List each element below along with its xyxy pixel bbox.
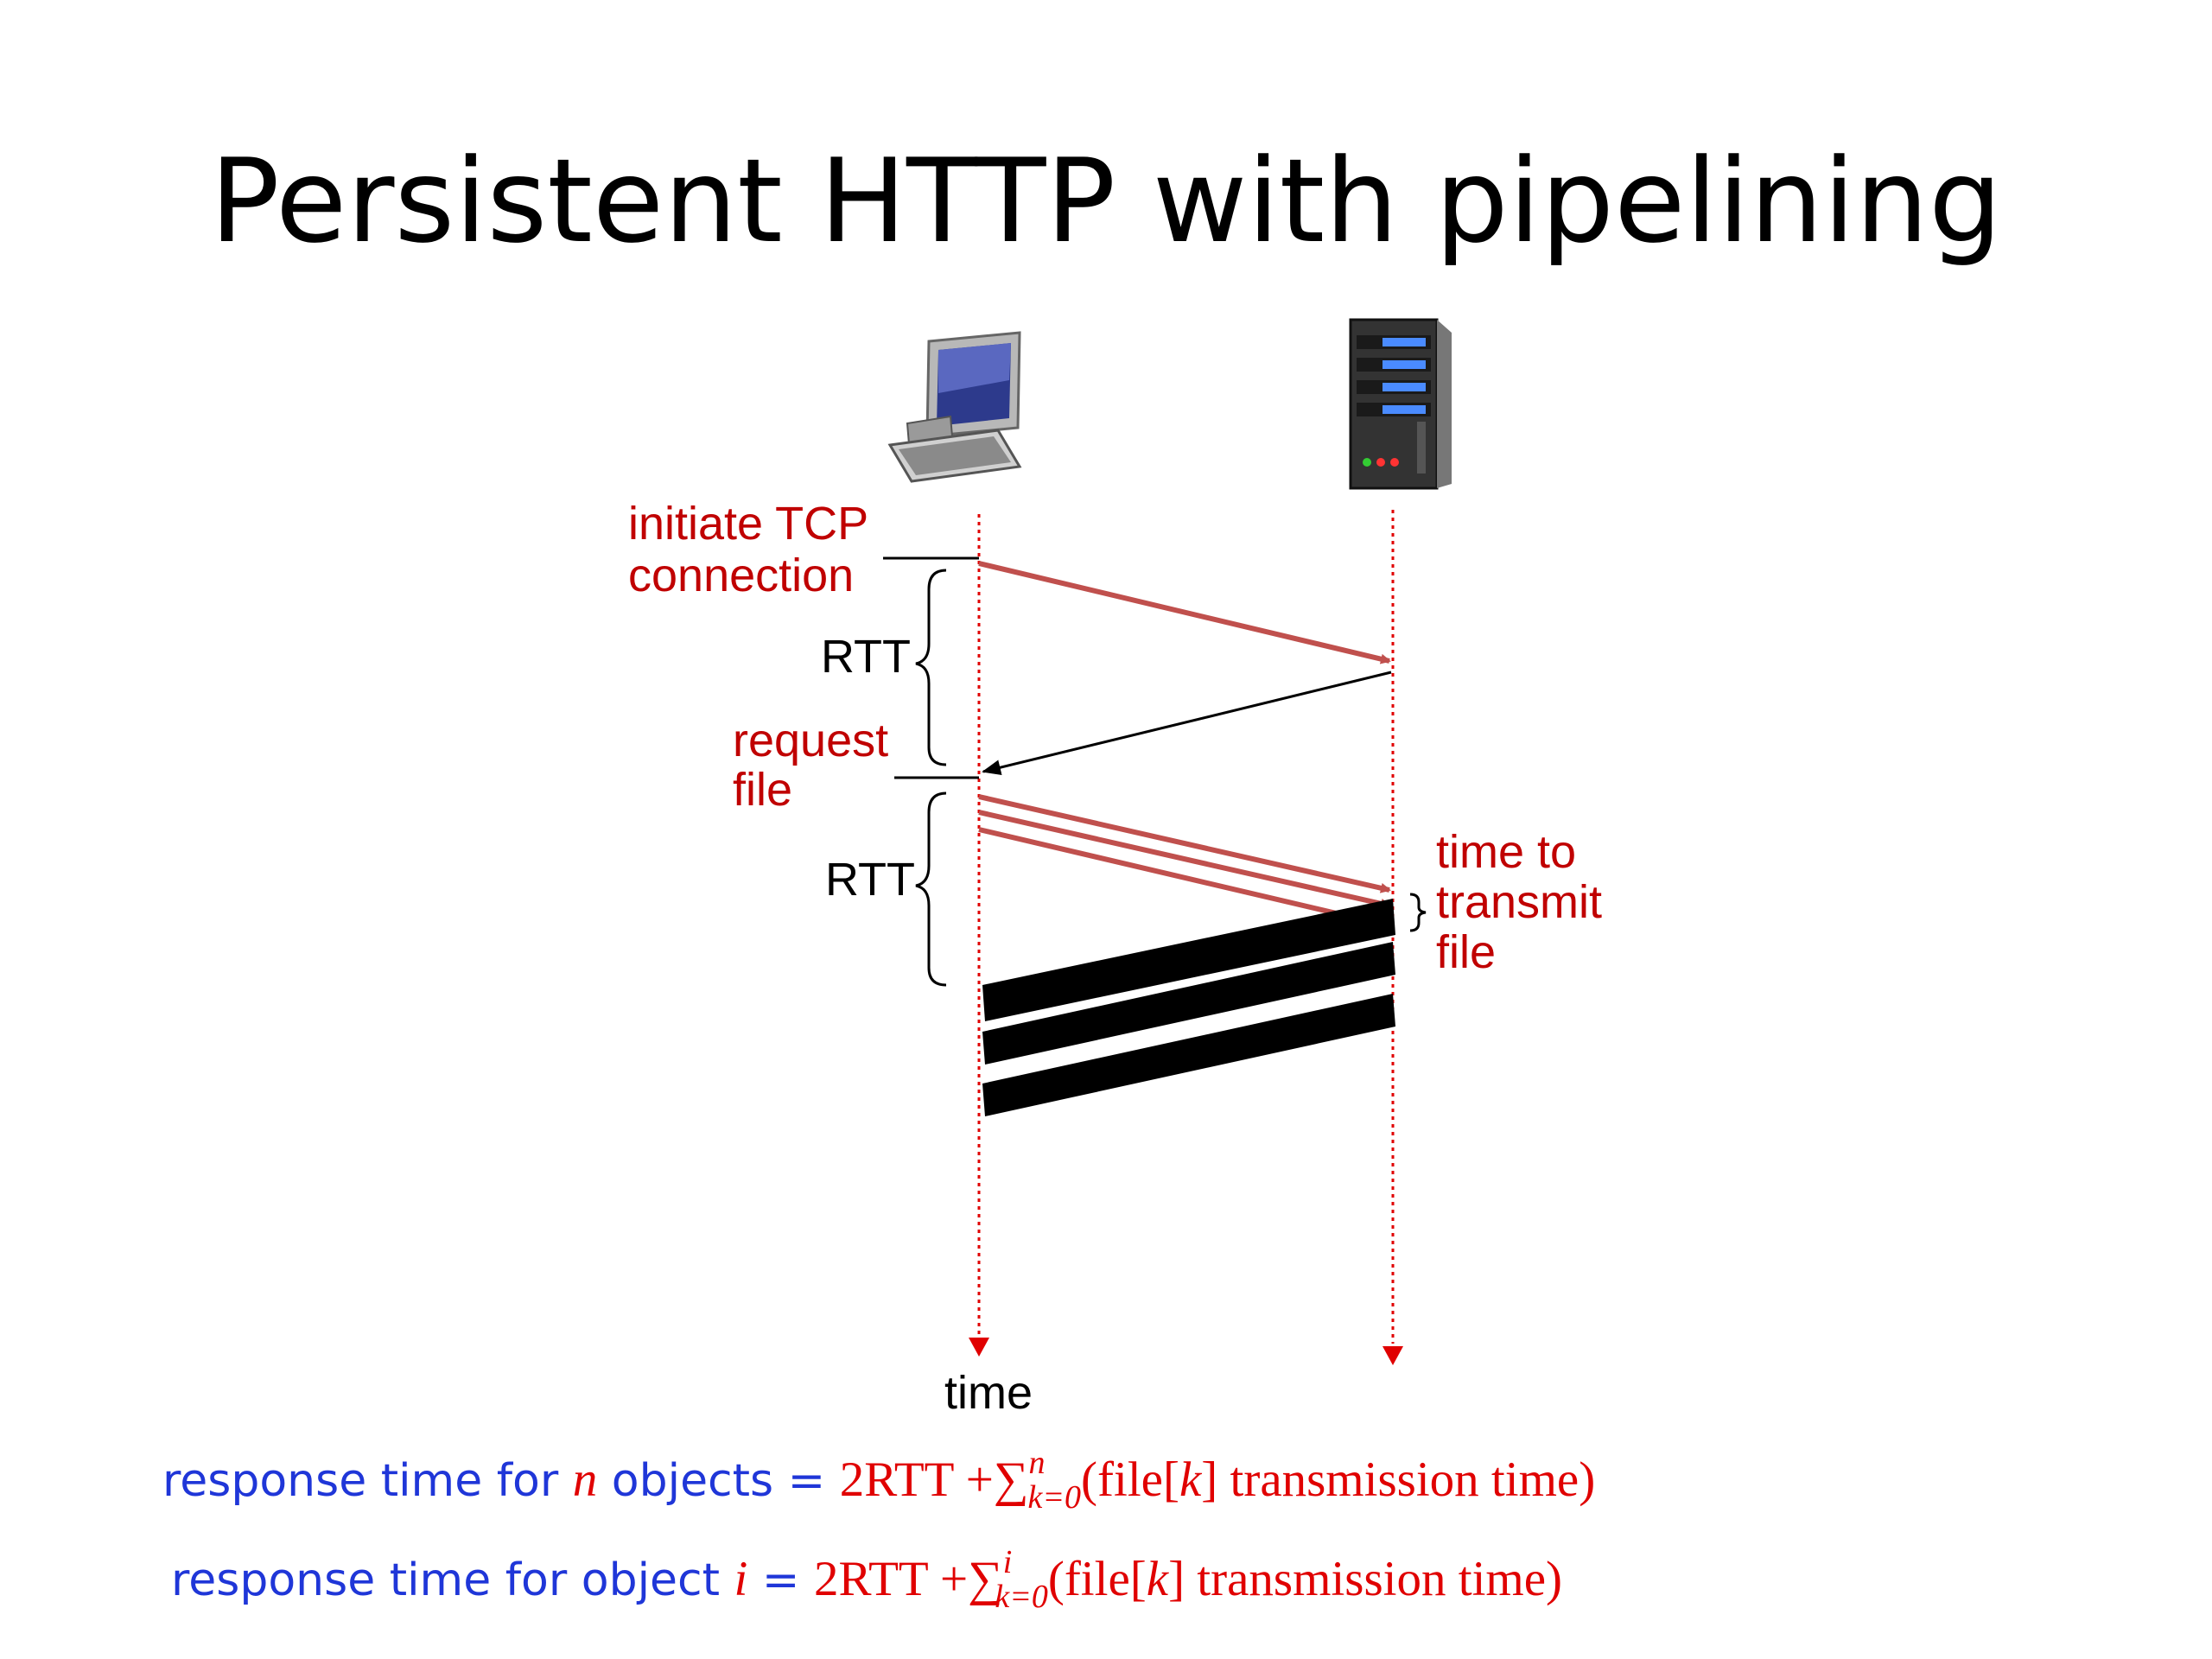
initiate-label: initiate TCP <box>628 498 869 550</box>
rtt2-brace <box>915 791 947 987</box>
formula-n-sub: k=0 <box>1027 1479 1082 1516</box>
formula-i-body-open: (file[ <box>1047 1552 1147 1606</box>
formula-n-body-close: ] transmission time) <box>1201 1452 1596 1507</box>
rtt1-brace <box>915 569 947 766</box>
time-to-label: time to <box>1436 826 1577 878</box>
formula-n-body-open: (file[ <box>1081 1452 1179 1507</box>
connection-label: connection <box>628 550 855 601</box>
formula-i-sub: k=0 <box>995 1579 1048 1615</box>
request-label: request <box>733 715 889 766</box>
time-axis-label: time <box>944 1367 1033 1419</box>
server-tower-icon <box>1349 318 1452 490</box>
request-arrow-3 <box>978 827 1386 928</box>
transmit-brace <box>1409 893 1427 932</box>
formula-n-body-var: k <box>1179 1452 1202 1507</box>
rtt2-label: RTT <box>825 854 915 906</box>
formula-n-sum: ∑ <box>993 1452 1029 1507</box>
formula-i-rhs: 2RTT + <box>814 1552 969 1606</box>
formula-i-suffix: = <box>747 1554 815 1606</box>
formula-i-sum: ∑ <box>968 1552 1003 1606</box>
formula-i-var: i <box>734 1552 748 1606</box>
response-bar-3 <box>982 994 1395 1116</box>
request-arrow-1 <box>978 794 1391 893</box>
desktop-computer-icon <box>887 331 1022 483</box>
rtt1-label: RTT <box>821 631 911 683</box>
request-arrow-2 <box>978 810 1391 909</box>
transmit-label: transmit <box>1436 876 1603 928</box>
tcp-synack-arrow <box>982 671 1392 776</box>
formula-i-sup: i <box>1002 1544 1013 1580</box>
response-bar-2 <box>982 942 1395 1065</box>
tcp-syn-arrow <box>978 561 1391 664</box>
server-timeline <box>1382 510 1403 1365</box>
formula-n-rhs: 2RTT + <box>839 1452 994 1507</box>
file-label: file <box>733 764 793 816</box>
slide-title: Persistent HTTP with pipelining <box>209 134 2003 269</box>
formula-i-body-var: k <box>1146 1552 1169 1606</box>
client-timeline <box>969 514 989 1357</box>
formula-n-var: n <box>572 1452 598 1507</box>
formula-n-prefix: response time for <box>162 1455 573 1507</box>
formula-i-prefix: response time for object <box>171 1554 734 1606</box>
formula-i-body-close: ] transmission time) <box>1168 1552 1563 1606</box>
formula-n-suffix: objects = <box>597 1455 840 1507</box>
response-bar-1 <box>982 899 1395 1021</box>
formula-n-sup: n <box>1028 1445 1046 1481</box>
formula-object-i: response time for object i = 2RTT +∑ik=0… <box>171 1544 1563 1615</box>
formula-n-objects: response time for n objects = 2RTT +∑nk=… <box>162 1445 1596 1516</box>
transmit-file-label: file <box>1436 926 1497 978</box>
